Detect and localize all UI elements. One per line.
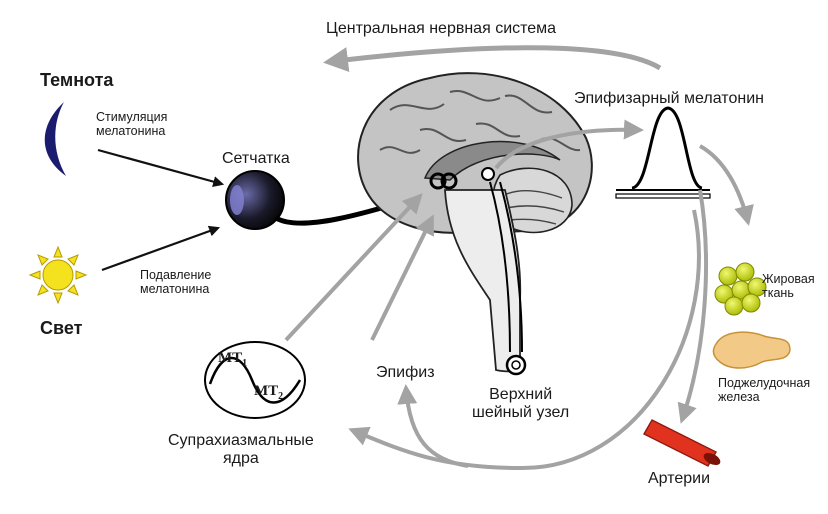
feedback-arrow	[348, 209, 701, 471]
mt2-label: MT2	[254, 383, 283, 402]
brain-icon	[357, 72, 593, 373]
moon-icon	[44, 102, 66, 176]
mt2-sub: 2	[278, 391, 284, 402]
mt1-sub: 1	[242, 358, 248, 369]
stimulation-arrow	[97, 148, 225, 187]
suppression-arrow	[101, 225, 221, 272]
stimulation-label: Стимуляция мелатонина	[96, 110, 168, 139]
pineal-label: Эпифиз	[376, 364, 435, 381]
pancreas-label: Поджелудочная железа	[718, 376, 811, 405]
melatonin-peak-icon	[615, 106, 711, 199]
artery-icon	[643, 419, 721, 467]
eye-icon	[225, 170, 285, 230]
pineal-icon	[481, 167, 495, 181]
retina-label: Сетчатка	[222, 150, 290, 167]
scn-nucleus-icon	[429, 172, 447, 190]
cns-arrow	[323, 45, 662, 73]
pancreas-icon	[712, 331, 791, 369]
light-label: Свет	[40, 318, 83, 338]
adipose-label: Жировая ткань	[762, 272, 815, 301]
ganglion-label: Верхний шейный узел	[472, 386, 570, 422]
mt1-text: MT	[218, 350, 243, 366]
scn-rhythm-icon	[204, 341, 306, 419]
arteries-label: Артерии	[648, 470, 711, 487]
fat-cells-icon	[714, 262, 767, 316]
mt1-label: MT1	[218, 350, 247, 369]
suppression-label: Подавление мелатонина	[140, 268, 212, 297]
pineal-melatonin-label: Эпифизарный мелатонин	[574, 90, 764, 107]
cns-label: Центральная нервная система	[326, 20, 557, 37]
sun-icon	[28, 245, 88, 305]
scn-label: Супрахиазмальные ядра	[168, 432, 314, 468]
mt2-text: MT	[254, 383, 279, 399]
darkness-label: Темнота	[40, 70, 114, 90]
